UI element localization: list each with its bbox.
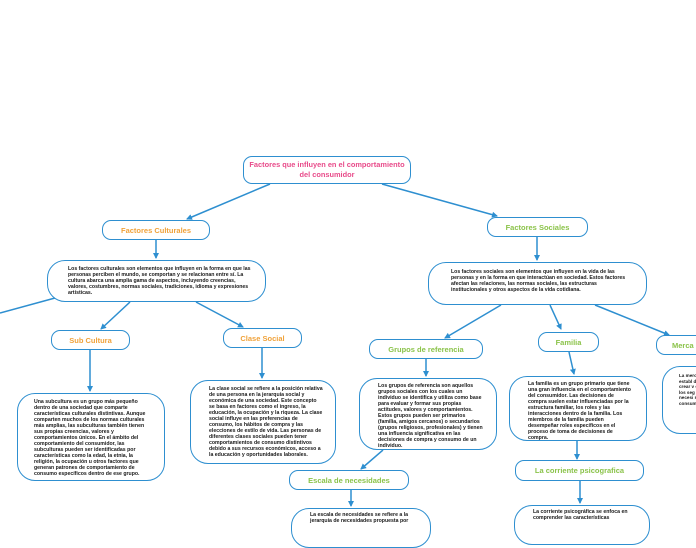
- edge-sociales-referencia: [444, 304, 502, 339]
- topic-sub-cultura-label: Sub Cultura: [69, 335, 112, 345]
- familia-description-text: La familia es un grupo primario que tien…: [528, 381, 631, 441]
- corriente-psicografica-description-text: La corriente psicográfica se enfoca en c…: [533, 509, 628, 521]
- topic-clase-social[interactable]: Clase Social: [223, 328, 302, 348]
- sub-cultura-description-text: Una subcultura es un grupo más pequeño d…: [34, 399, 146, 477]
- topic-corriente-psicografica[interactable]: La corriente psicografica: [515, 460, 644, 481]
- factores-culturales-description-text: Los factores culturales son elementos qu…: [68, 266, 251, 296]
- escala-de-necesidades-description-text: La escala de necesidades se refiere a la…: [310, 512, 409, 524]
- topic-familia[interactable]: Familia: [538, 332, 599, 352]
- topic-escala-de-necesidades[interactable]: Escala de necesidades: [289, 470, 409, 490]
- escala-de-necesidades-description[interactable]: La escala de necesidades se refiere a la…: [291, 508, 431, 548]
- topic-mercado[interactable]: Merca: [656, 335, 696, 355]
- edge-culturales-left: [0, 297, 56, 314]
- mercado-description-text: La merc de pla establ distrib crear v ob…: [679, 373, 696, 406]
- edge-root-culturales: [186, 183, 271, 220]
- mercado-description[interactable]: La merc de pla establ distrib crear v ob…: [662, 366, 696, 434]
- edge-referencia-escala: [360, 449, 384, 470]
- factores-sociales-description-text: Los factores sociales son elementos que …: [451, 269, 626, 293]
- edge-familia-desc: [568, 351, 576, 375]
- topic-mercado-label: Merca: [672, 340, 694, 350]
- edge-root-sociales: [381, 183, 498, 218]
- root-topic-label: Factores que influyen en el comportamien…: [249, 160, 405, 179]
- topic-escala-de-necesidades-label: Escala de necesidades: [308, 475, 390, 485]
- topic-factores-sociales-label: Factores Sociales: [505, 222, 570, 232]
- edge-culturales-subcultura: [100, 301, 131, 330]
- connector-lines: [0, 183, 670, 507]
- root-topic[interactable]: Factores que influyen en el comportamien…: [243, 156, 411, 184]
- topic-clase-social-label: Clase Social: [240, 333, 285, 343]
- clase-social-description-text: La clase social se refiere a la posición…: [209, 386, 323, 458]
- sub-cultura-description[interactable]: Una subcultura es un grupo más pequeño d…: [17, 393, 165, 481]
- edge-culturales-clase: [195, 301, 244, 328]
- clase-social-description[interactable]: La clase social se refiere a la posición…: [190, 380, 336, 464]
- topic-factores-culturales[interactable]: Factores Culturales: [102, 220, 210, 240]
- edge-sociales-mercado: [594, 304, 670, 336]
- factores-sociales-description[interactable]: Los factores sociales son elementos que …: [428, 262, 647, 305]
- factores-culturales-description[interactable]: Los factores culturales son elementos qu…: [47, 260, 266, 302]
- corriente-psicografica-description[interactable]: La corriente psicográfica se enfoca en c…: [514, 505, 650, 545]
- topic-sub-cultura[interactable]: Sub Cultura: [51, 330, 130, 350]
- topic-corriente-psicografica-label: La corriente psicografica: [534, 466, 625, 475]
- topic-factores-sociales[interactable]: Factores Sociales: [487, 217, 588, 237]
- topic-factores-culturales-label: Factores Culturales: [120, 225, 192, 235]
- familia-description[interactable]: La familia es un grupo primario que tien…: [509, 376, 647, 441]
- topic-grupos-de-referencia-label: Grupos de referencia: [388, 344, 464, 354]
- grupos-de-referencia-description[interactable]: Los grupos de referencia son aquellos gr…: [359, 378, 497, 450]
- topic-familia-label: Familia: [555, 337, 582, 347]
- grupos-de-referencia-description-text: Los grupos de referencia son aquellos gr…: [378, 383, 483, 449]
- topic-grupos-de-referencia[interactable]: Grupos de referencia: [369, 339, 483, 359]
- edge-sociales-familia: [549, 304, 562, 330]
